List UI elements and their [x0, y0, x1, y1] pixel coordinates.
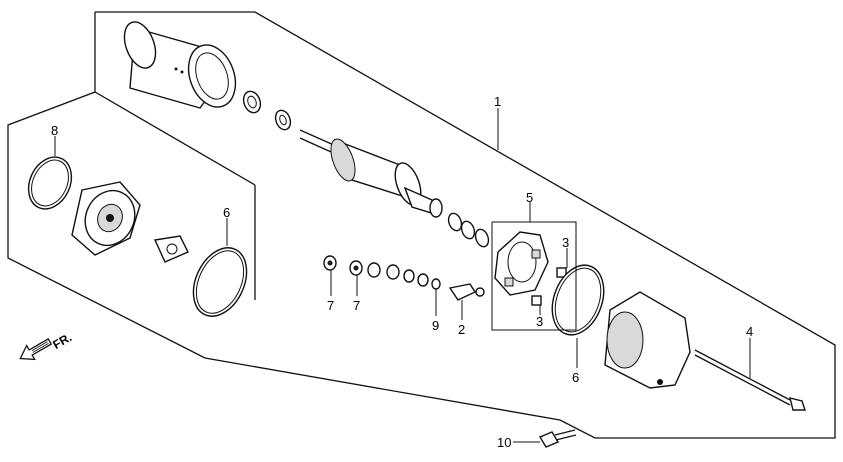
front-direction-label: FR.	[50, 330, 74, 352]
callout-1: 1	[494, 94, 501, 109]
yoke-housing	[123, 21, 237, 109]
front-cover	[71, 181, 141, 256]
callout-8: 8	[51, 123, 58, 138]
o-ring-8	[27, 156, 73, 210]
callout-3-lower: 3	[536, 314, 543, 329]
mounting-bolt	[538, 429, 577, 448]
rear-cover	[604, 291, 691, 389]
brushes	[531, 267, 567, 306]
brush-holder	[494, 231, 549, 296]
callout-6-right: 6	[572, 370, 579, 385]
callout-7-right: 7	[353, 298, 360, 313]
callout-7-left: 7	[327, 298, 334, 313]
callout-10: 10	[497, 435, 511, 450]
o-ring-6-left	[192, 247, 248, 317]
terminal-nuts-washers	[323, 255, 441, 290]
callout-9: 9	[432, 318, 439, 333]
callout-labels: 1 2 3 3 4 5 6 6 7 7 8 9 10	[51, 94, 753, 450]
callout-4: 4	[746, 324, 753, 339]
group-bracket-5	[491, 221, 577, 331]
assembly-boundary	[7, 11, 836, 439]
terminal-bolt	[448, 283, 485, 301]
callout-6-left: 6	[223, 205, 230, 220]
callout-5: 5	[526, 190, 533, 205]
o-ring-6-right	[551, 264, 605, 336]
seal-bracket	[153, 235, 189, 263]
through-bolt	[694, 349, 806, 411]
armature-washers	[447, 212, 490, 248]
front-direction-marker: FR.	[19, 330, 74, 361]
armature	[299, 129, 443, 218]
callout-3-upper: 3	[562, 235, 569, 250]
leader-lines	[54, 108, 751, 443]
yoke-washers	[242, 90, 292, 131]
callout-2: 2	[458, 322, 465, 337]
arrow-icon	[19, 338, 53, 361]
